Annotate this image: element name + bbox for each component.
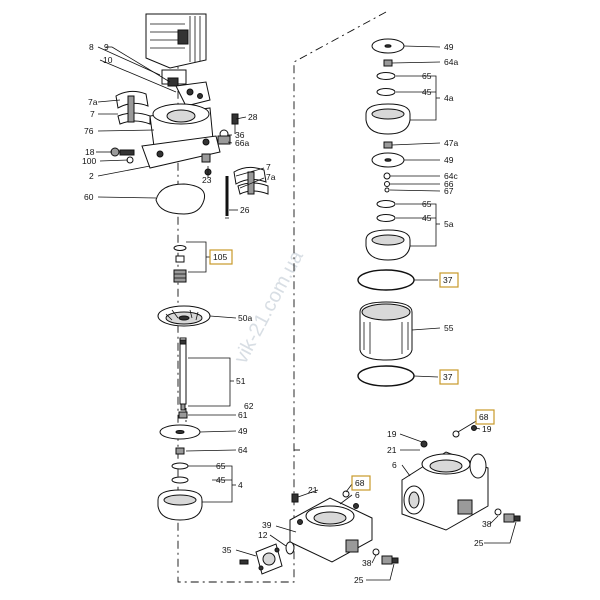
drain-plug-right: [494, 508, 521, 523]
label-49-mid: 49: [444, 155, 454, 165]
label-19-b: 19: [482, 424, 492, 434]
label-10: 10: [103, 55, 113, 65]
watermark-text: vik-21.com.ua: [230, 246, 308, 367]
label-76: 76: [84, 126, 94, 136]
label-37-top: 37: [443, 275, 453, 285]
label-100: 100: [82, 156, 96, 166]
label-64a: 64a: [444, 57, 458, 67]
label-50a: 50a: [238, 313, 252, 323]
ref-box-68-left: [351, 475, 371, 491]
pump-casing-right: [401, 425, 489, 531]
label-7a-right: 7a: [266, 172, 276, 182]
label-66: 66: [444, 179, 454, 189]
label-7-right: 7: [266, 162, 271, 172]
label-64-left: 64: [238, 445, 248, 455]
label-37-bottom: 37: [443, 372, 453, 382]
label-65-left: 65: [216, 461, 226, 471]
label-28: 28: [248, 112, 258, 122]
label-21-right: 21: [387, 445, 397, 455]
label-62: 62: [244, 401, 254, 411]
pump-casing-left: [289, 490, 373, 563]
left-stage-stack: [157, 424, 203, 521]
label-61: 61: [238, 410, 248, 420]
drain-plug-left: [372, 548, 399, 565]
label-2: 2: [89, 171, 94, 181]
label-36: 36: [235, 130, 245, 140]
label-66a: 66a: [235, 138, 249, 148]
leader-lines: [96, 45, 517, 581]
right-stage-stack: [357, 38, 415, 387]
label-67: 67: [444, 186, 454, 196]
label-26: 26: [240, 205, 250, 215]
label-60: 60: [84, 192, 94, 202]
label-21-left: 21: [308, 485, 318, 495]
label-38-right: 38: [482, 519, 492, 529]
coupling-guard-left: [115, 90, 151, 125]
label-18: 18: [85, 147, 95, 157]
part-labels: 8 9 10 7a 7 76 18 100 2 23 60 26 28 36 6…: [82, 42, 492, 585]
label-64c: 64c: [444, 171, 458, 181]
label-49-top: 49: [444, 42, 454, 52]
label-19-a: 19: [387, 429, 397, 439]
label-68-right: 68: [479, 412, 489, 422]
shaft-51: [178, 337, 188, 419]
label-12: 12: [258, 530, 268, 540]
label-4-left: 4: [238, 480, 243, 490]
motor-assembly: [145, 13, 211, 107]
label-38-left: 38: [362, 558, 372, 568]
label-7a: 7a: [88, 97, 98, 107]
label-47a: 47a: [444, 138, 458, 148]
label-9: 9: [104, 42, 109, 52]
label-68-left: 68: [355, 478, 365, 488]
label-65-top: 65: [422, 71, 432, 81]
label-8: 8: [89, 42, 94, 52]
inlet-flange-left: [239, 541, 295, 575]
gasket-60: [155, 183, 206, 215]
ref-box-68-right: [475, 409, 495, 425]
label-25-left: 25: [354, 575, 364, 585]
label-6-left: 6: [355, 490, 360, 500]
label-35: 35: [222, 545, 232, 555]
label-39: 39: [262, 520, 272, 530]
pedestal-housing: [141, 103, 221, 169]
tie-rod-26: [225, 176, 229, 219]
label-45-mid: 45: [422, 213, 432, 223]
label-51: 51: [236, 376, 246, 386]
label-23: 23: [202, 175, 212, 185]
ref-box-37-bottom: [439, 369, 459, 385]
ref-box-105: [209, 249, 233, 265]
label-65-mid: 65: [422, 199, 432, 209]
label-7: 7: [90, 109, 95, 119]
label-25-right: 25: [474, 538, 484, 548]
label-49-left: 49: [238, 426, 248, 436]
label-55: 55: [444, 323, 454, 333]
label-45-left: 45: [216, 475, 226, 485]
impeller-50a: [157, 305, 211, 327]
seal-group-105: [173, 245, 187, 283]
label-4a: 4a: [444, 93, 454, 103]
label-5a: 5a: [444, 219, 454, 229]
ref-box-37-top: [439, 272, 459, 288]
label-105: 105: [213, 252, 227, 262]
label-45-top: 45: [422, 87, 432, 97]
label-6-right: 6: [392, 460, 397, 470]
